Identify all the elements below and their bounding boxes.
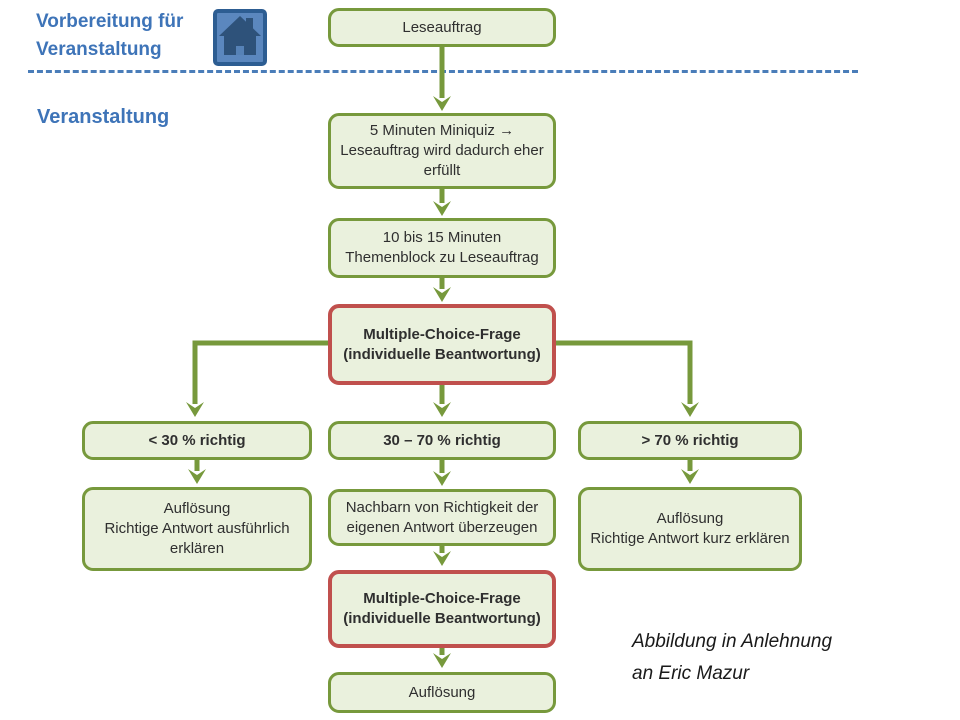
node-themenblock: 10 bis 15 Minuten Themenblock zu Leseauf… bbox=[328, 218, 556, 278]
node-mc-frage-2: Multiple-Choice-Frage (individuelle Bean… bbox=[328, 570, 556, 648]
node-aufloesung-kurz: Auflösung Richtige Antwort kurz erklären bbox=[578, 487, 802, 571]
home-icon bbox=[213, 9, 267, 66]
prep-phase-label: Vorbereitung für Veranstaltung bbox=[36, 11, 184, 60]
home-button[interactable] bbox=[213, 9, 267, 66]
node-miniquiz: 5 Minuten Miniquiz → Leseauftrag wird da… bbox=[328, 113, 556, 189]
node-nachbarn-ueberzeugen: Nachbarn von Richtigkeit der eigenen Ant… bbox=[328, 489, 556, 546]
node-lt-30-richtig: < 30 % richtig bbox=[82, 421, 312, 460]
node-gt-70-richtig: > 70 % richtig bbox=[578, 421, 802, 460]
node-30-70-richtig: 30 – 70 % richtig bbox=[328, 421, 556, 460]
node-leseauftrag: Leseauftrag bbox=[328, 8, 556, 47]
phase-divider-line bbox=[28, 70, 858, 73]
node-mc-frage-1: Multiple-Choice-Frage (individuelle Bean… bbox=[328, 304, 556, 385]
node-aufloesung-final: Auflösung bbox=[328, 672, 556, 713]
arrow-mc1-lt30 bbox=[192, 340, 330, 404]
arrow-mc1-gt70 bbox=[554, 340, 693, 404]
node-aufloesung-ausfuehrlich: Auflösung Richtige Antwort ausführlich e… bbox=[82, 487, 312, 571]
attribution-caption: Abbildung in Anlehnung an Eric Mazur bbox=[632, 631, 833, 685]
event-phase-label: Veranstaltung bbox=[37, 106, 170, 128]
